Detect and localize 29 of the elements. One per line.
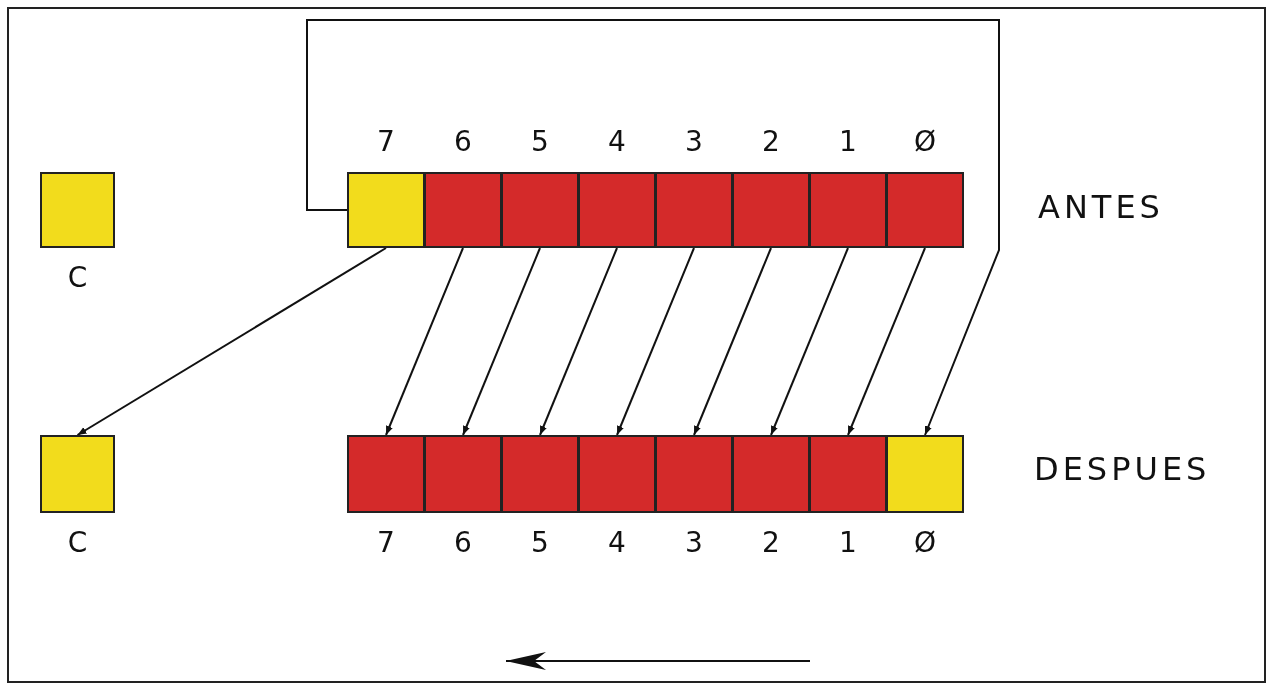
arrow	[385, 247, 464, 436]
bit-number: 1	[839, 527, 857, 559]
bit-number: 5	[531, 527, 549, 559]
bit-number: 7	[377, 527, 395, 559]
arrow	[770, 247, 849, 436]
flag-label: C	[67, 527, 88, 559]
bit-number: 5	[531, 126, 549, 158]
bit-number: Ø	[914, 126, 936, 158]
arrow	[616, 247, 695, 436]
flag-label: C	[67, 262, 88, 294]
bit-number: 6	[454, 126, 472, 158]
arrow	[462, 247, 541, 436]
bit-number: 2	[762, 126, 780, 158]
bit-number: 4	[608, 126, 626, 158]
arrow	[847, 247, 926, 436]
bit-number: Ø	[914, 527, 936, 559]
bit-number: 4	[608, 527, 626, 559]
bit-number: 3	[685, 126, 703, 158]
arrow	[306, 19, 1000, 436]
row-label: DESPUES	[1034, 450, 1211, 488]
bit-number: 2	[762, 527, 780, 559]
bit-number: 6	[454, 527, 472, 559]
bit-number: 7	[377, 126, 395, 158]
arrow	[693, 247, 772, 436]
bit-number: 3	[685, 527, 703, 559]
arrow	[539, 247, 618, 436]
row-label: ANTES	[1038, 188, 1164, 226]
arrow	[76, 247, 387, 436]
bit-number: 1	[839, 126, 857, 158]
